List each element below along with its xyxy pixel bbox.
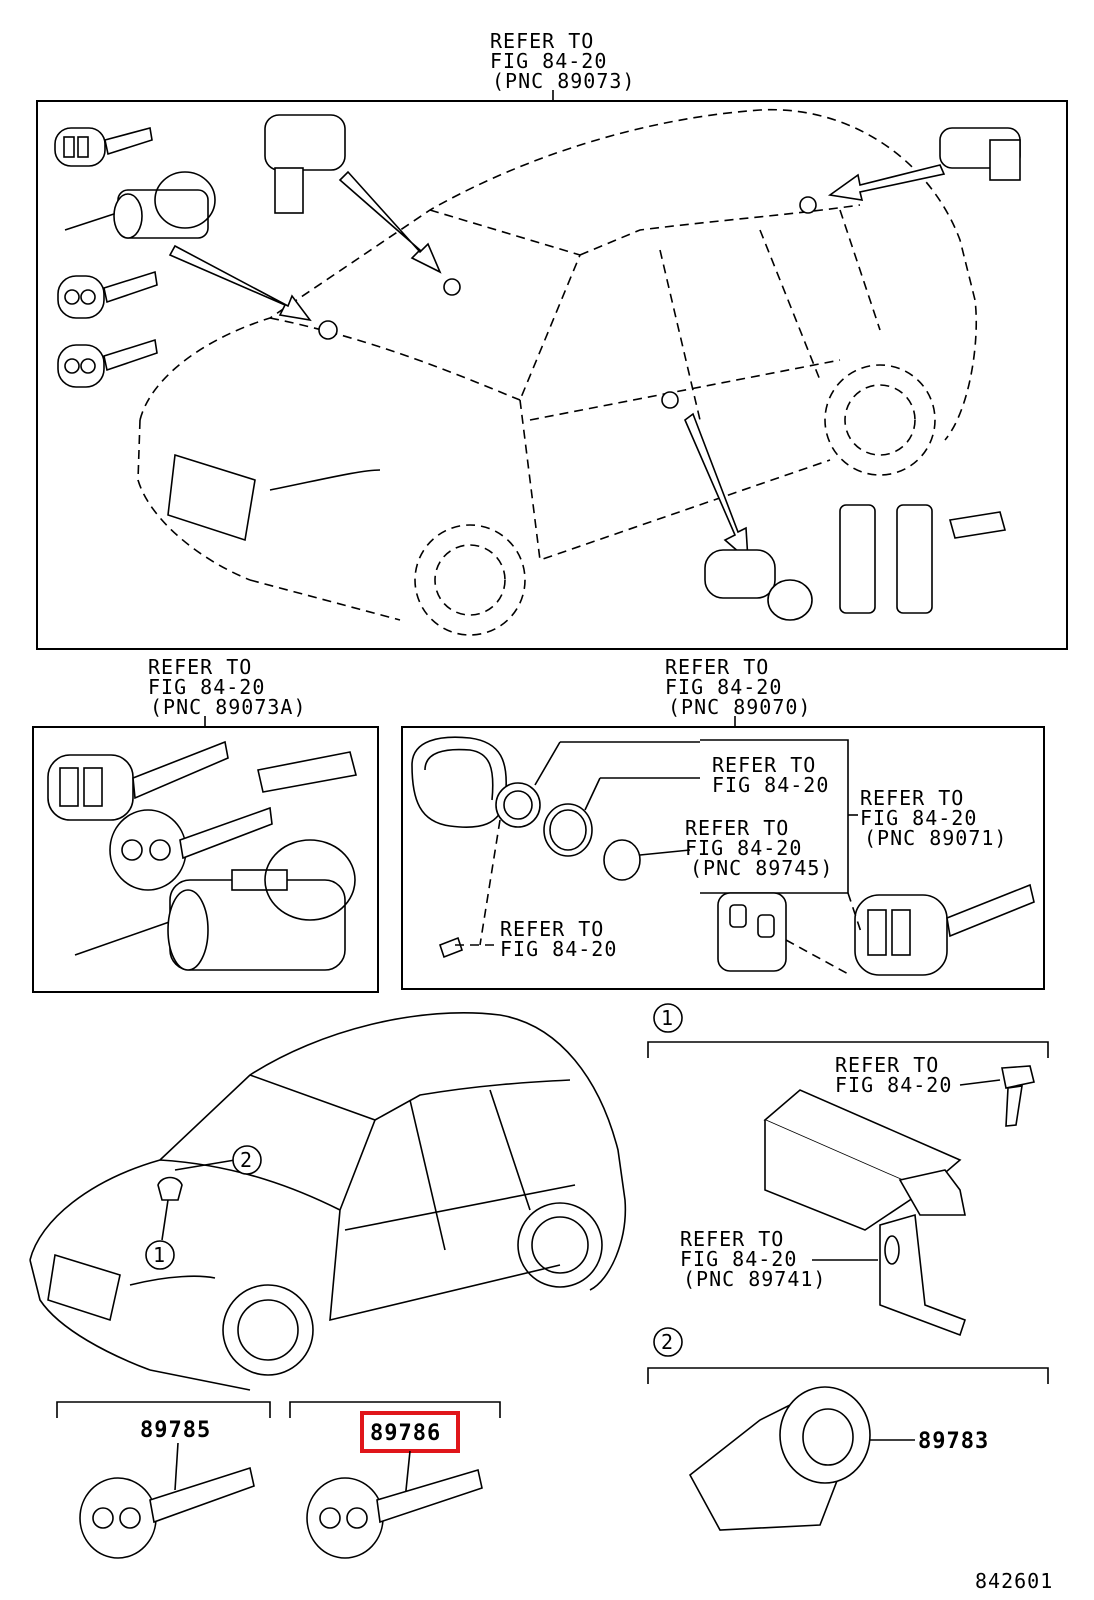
diagram-id: 842601 xyxy=(975,1569,1053,1593)
mid-right-callout: REFER TO FIG 84-20 (PNC 89070) xyxy=(665,655,811,727)
screw-fig-label: FIG 84-20 xyxy=(500,937,617,961)
top-key-plates xyxy=(839,504,1007,614)
top-callout: REFER TO FIG 84-20 (PNC 89073) xyxy=(490,29,635,101)
part-89786-group: 89786 xyxy=(289,1401,501,1559)
mid-right-pnc-label: (PNC 89070) xyxy=(668,695,811,719)
inner-refer-2-label: REFER TO xyxy=(685,816,789,840)
callout-2-header: 2 xyxy=(647,1327,1049,1384)
right-fig-label: FIG 84-20 xyxy=(860,806,977,830)
part-number-89783: 89783 xyxy=(918,1429,989,1454)
mid-left-refer-label: REFER TO xyxy=(148,655,252,679)
top-key-3 xyxy=(57,338,158,388)
mid-right-ring-1 xyxy=(495,741,700,828)
mid-left-fig-label: FIG 84-20 xyxy=(148,675,265,699)
mid-right-key xyxy=(847,883,1035,976)
top-pnc-label: (PNC 89073) xyxy=(492,69,635,93)
bottom-car-sensor xyxy=(157,1159,236,1241)
c1-ecu-refer-label: REFER TO xyxy=(680,1227,784,1251)
mid-right-ring-2 xyxy=(543,777,700,857)
c1-ecu-pnc-label: (PNC 89741) xyxy=(683,1267,826,1291)
c1-ecu-fig-label: FIG 84-20 xyxy=(680,1247,797,1271)
callout-1-header: 1 xyxy=(647,1003,1049,1058)
top-hood-lock xyxy=(264,114,461,296)
mid-right-transmitter xyxy=(717,892,851,976)
mid-left-pnc-label: (PNC 89073A) xyxy=(150,695,307,719)
top-fig-label: FIG 84-20 xyxy=(490,49,607,73)
mid-left-card xyxy=(257,751,357,793)
inner-pnc-89745-label: (PNC 89745) xyxy=(690,856,833,880)
part-89785-group: 89785 xyxy=(56,1401,271,1559)
top-key-1 xyxy=(54,127,153,167)
svg-text:2: 2 xyxy=(661,1330,674,1354)
mid-left-key-2 xyxy=(109,806,273,891)
inner-refer-1-label: REFER TO xyxy=(712,753,816,777)
top-panel-frame xyxy=(36,100,1068,650)
bottom-car-illustration xyxy=(29,1012,627,1391)
part-number-89786: 89786 xyxy=(370,1421,441,1446)
mid-right-screw xyxy=(439,819,501,959)
mid-right-battery xyxy=(603,839,691,881)
screw-refer-label: REFER TO xyxy=(500,917,604,941)
svg-text:1: 1 xyxy=(661,1006,674,1030)
top-left-arrow xyxy=(168,244,312,322)
right-pnc-89071-label: (PNC 89071) xyxy=(864,826,1007,850)
part-number-89785: 89785 xyxy=(140,1418,211,1443)
mid-right-refer-label: REFER TO xyxy=(665,655,769,679)
c1-bolt xyxy=(1001,1065,1035,1127)
top-left-sensor xyxy=(318,320,338,340)
c1-bolt-refer-label: REFER TO xyxy=(835,1053,939,1077)
part-89783-amplifier xyxy=(688,1386,915,1531)
c1-bolt-fig-label: FIG 84-20 xyxy=(835,1073,952,1097)
inner-fig-2-label: FIG 84-20 xyxy=(685,836,802,860)
svg-text:2: 2 xyxy=(240,1148,253,1172)
mid-right-remote-case xyxy=(411,736,507,829)
mid-right-panel-frame xyxy=(401,726,1045,990)
callout-2-on-car: 2 xyxy=(232,1145,262,1175)
top-rear-sensor xyxy=(799,127,1021,214)
top-refer-label: REFER TO xyxy=(490,29,594,53)
mid-left-panel-frame xyxy=(32,726,379,993)
top-key-2 xyxy=(57,270,158,319)
top-ignition-cylinder xyxy=(64,171,216,239)
c1-ecu xyxy=(763,1089,967,1337)
mid-left-key-1 xyxy=(47,740,229,821)
svg-text:1: 1 xyxy=(153,1243,166,1267)
mid-left-callout: REFER TO FIG 84-20 (PNC 89073A) xyxy=(148,655,307,727)
top-door-lock-cylinder xyxy=(661,391,813,621)
callout-1-on-car: 1 xyxy=(145,1240,175,1270)
mid-right-fig-label: FIG 84-20 xyxy=(665,675,782,699)
inner-fig-1-label: FIG 84-20 xyxy=(712,773,829,797)
mid-left-ignition xyxy=(74,839,356,971)
right-refer-label: REFER TO xyxy=(860,786,964,810)
top-car-illustration xyxy=(137,108,978,636)
